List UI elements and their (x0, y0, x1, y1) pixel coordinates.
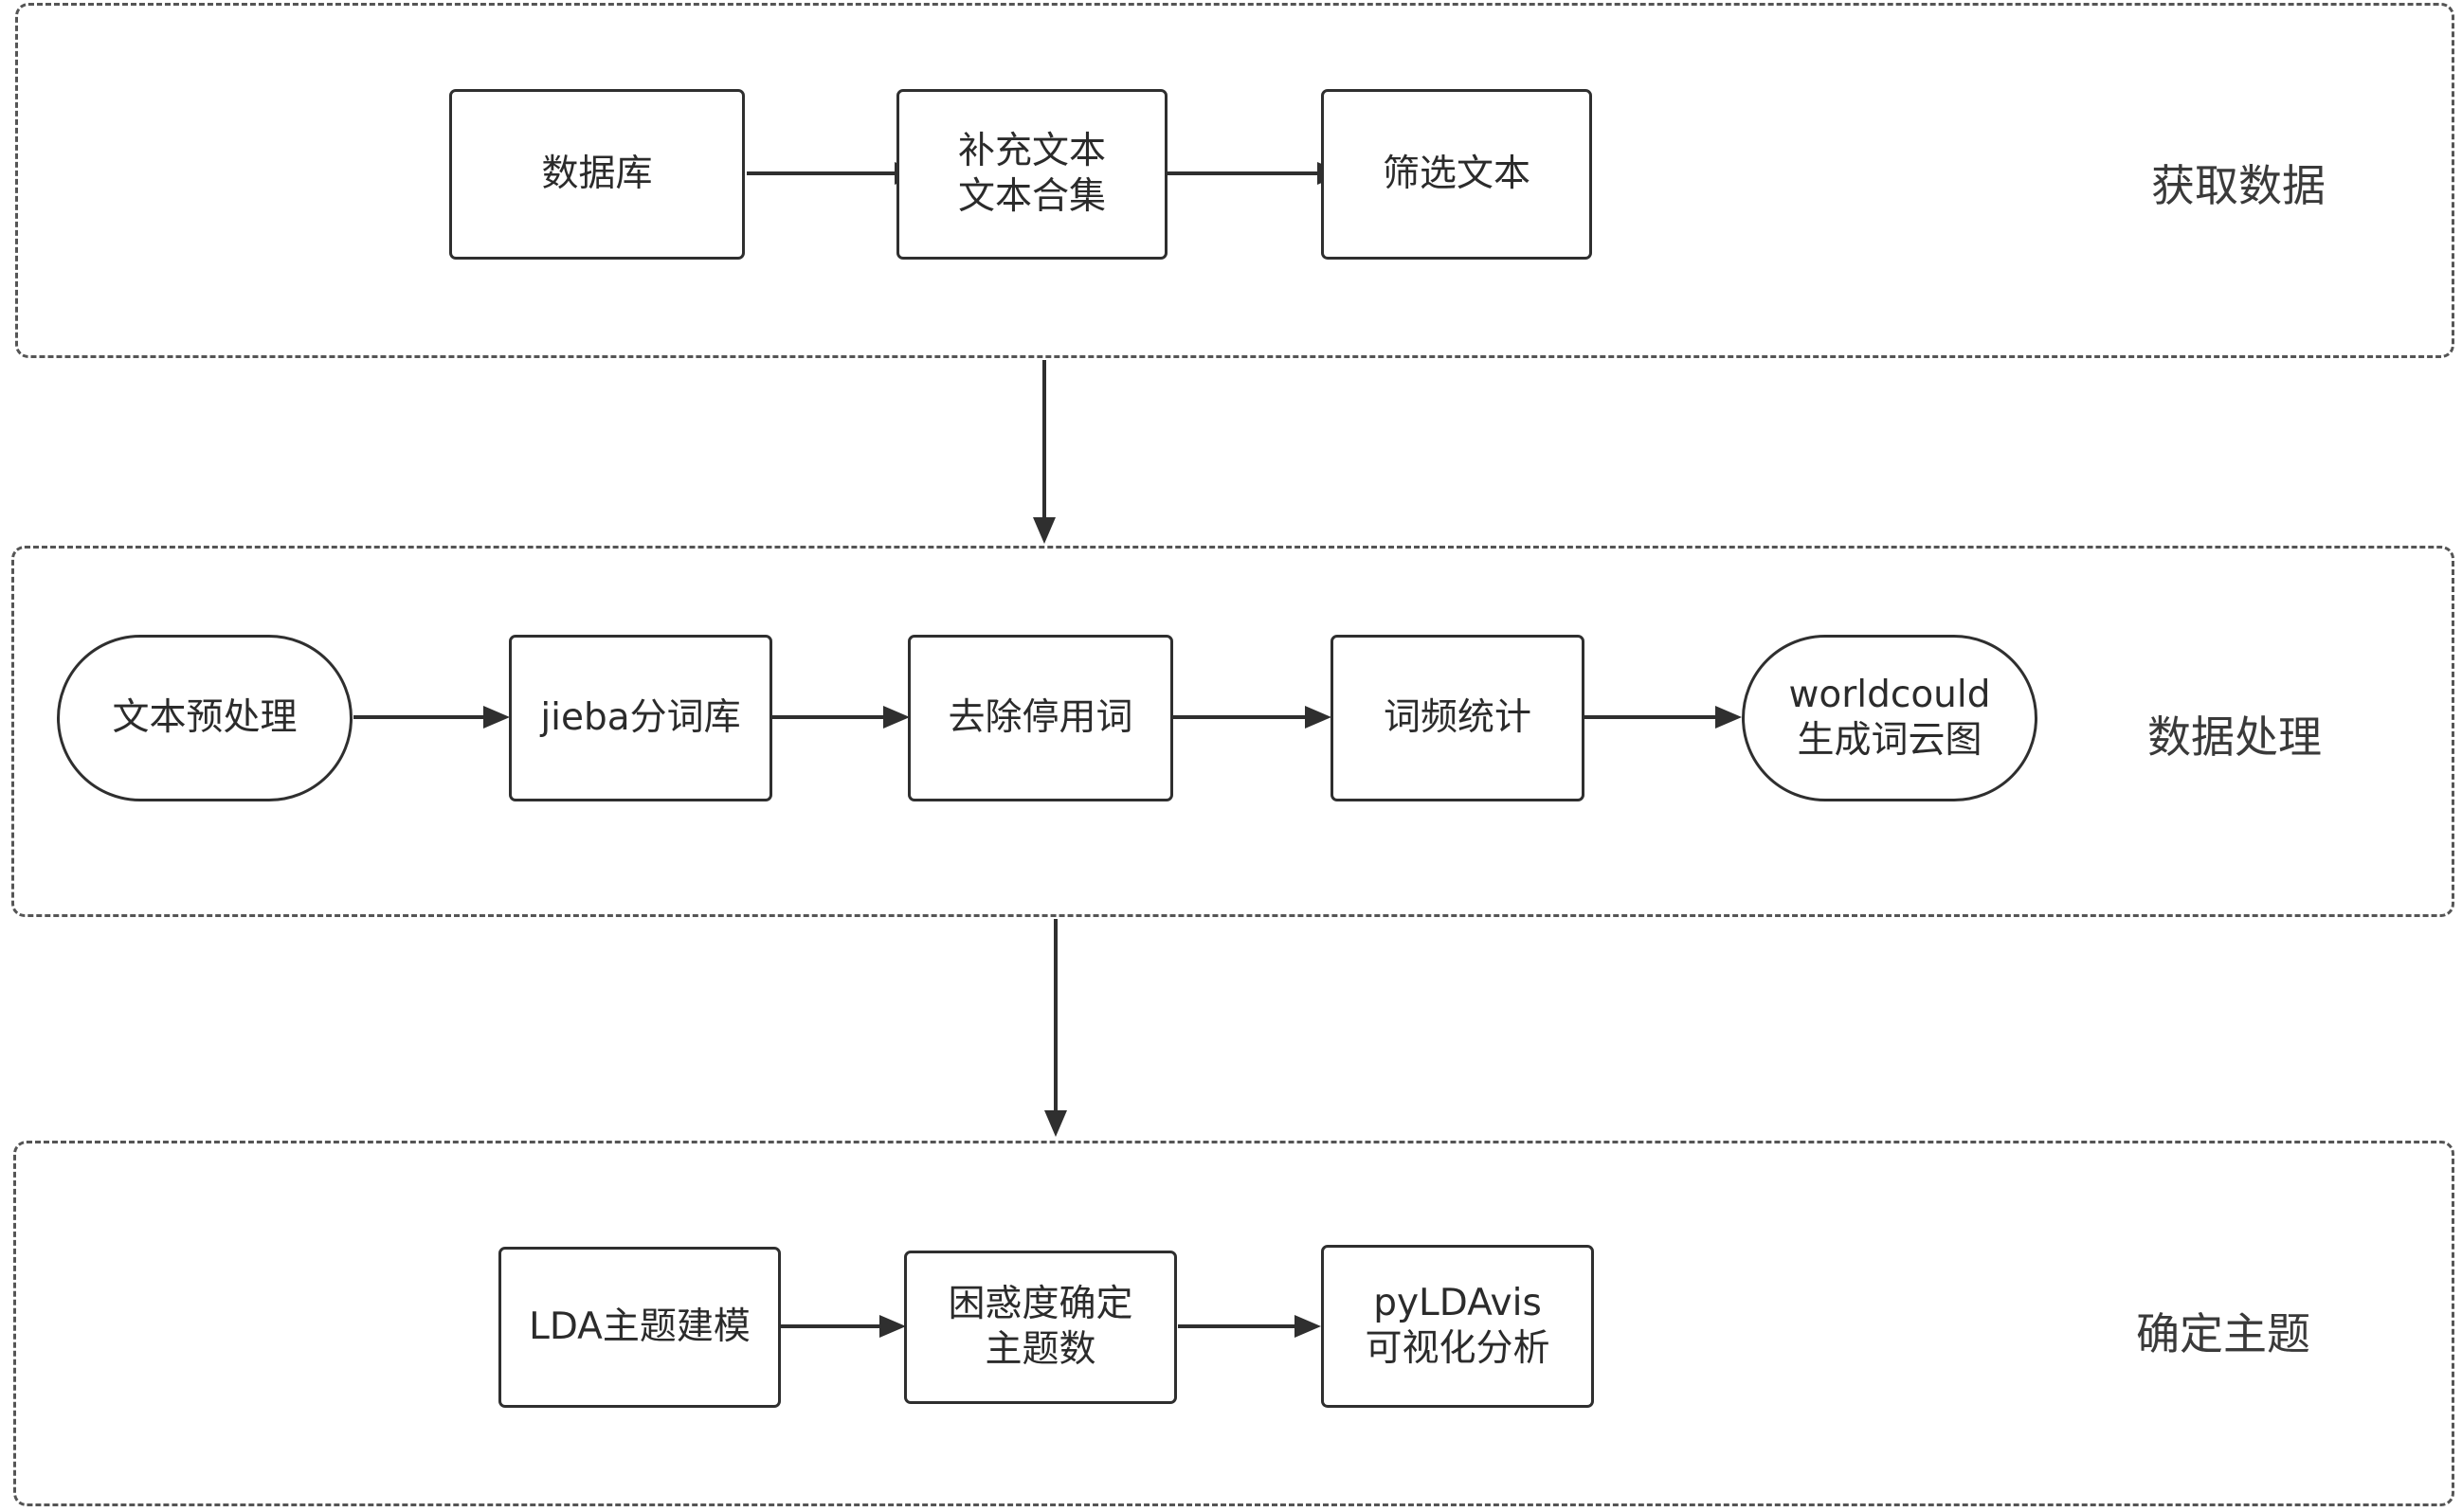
arrowhead-icon (883, 706, 910, 729)
stage-label-acquire-data: 获取数据 (2151, 160, 2326, 211)
node-supplement-text-collection: 补充文本 文本合集 (896, 89, 1168, 260)
node-perplexity: 困惑度确定 主题数 (904, 1251, 1177, 1404)
arrowhead-icon (879, 1315, 906, 1338)
node-label-line-1: 困惑度确定 (948, 1283, 1133, 1326)
node-label: 文本预处理 (112, 696, 298, 740)
arrowhead-icon (483, 706, 510, 729)
node-database: 数据库 (449, 89, 745, 260)
arrowhead-icon (1294, 1315, 1321, 1338)
node-label-line-2: 可视化分析 (1365, 1327, 1550, 1370)
arrowhead-icon (1715, 706, 1742, 729)
arrowhead-icon (1044, 1110, 1067, 1137)
node-label-line-1: worldcould (1788, 674, 1991, 717)
node-label-line-2: 生成词云图 (1797, 719, 1982, 762)
stage-acquire-data (15, 3, 2454, 358)
node-label-line-2: 文本合集 (957, 175, 1106, 218)
node-label-line-1: 补充文本 (957, 130, 1106, 173)
node-jieba: jieba分词库 (509, 635, 772, 801)
arrowhead-icon (1033, 517, 1056, 544)
stage-2-arrows (353, 706, 1742, 729)
node-pyldavis: pyLDAvis 可视化分析 (1321, 1245, 1594, 1408)
stage-data-processing (11, 546, 2454, 917)
node-label: 数据库 (541, 153, 653, 196)
node-wordcloud: worldcould 生成词云图 (1742, 635, 2037, 801)
node-label: jieba分词库 (540, 696, 741, 740)
stage-3-arrows (780, 1315, 1321, 1338)
stage-connectors (1033, 360, 1067, 1137)
node-word-frequency: 词频统计 (1331, 635, 1584, 801)
node-label-line-2: 主题数 (985, 1328, 1096, 1371)
node-label: 词频统计 (1383, 696, 1531, 740)
node-remove-stopwords: 去除停用词 (908, 635, 1173, 801)
node-label: 去除停用词 (948, 696, 1133, 740)
node-lda-modeling: LDA主题建模 (498, 1247, 781, 1408)
node-text-preprocessing: 文本预处理 (57, 635, 353, 801)
node-label-line-1: pyLDAvis (1373, 1282, 1542, 1325)
stage-label-data-processing: 数据处理 (2147, 711, 2322, 763)
node-label: 筛选文本 (1382, 153, 1530, 196)
node-label: LDA主题建模 (529, 1305, 751, 1349)
node-filter-text: 筛选文本 (1321, 89, 1592, 260)
stage-determine-topics (13, 1141, 2454, 1506)
stage-label-determine-topics: 确定主题 (2136, 1308, 2310, 1359)
arrowhead-icon (1305, 706, 1331, 729)
